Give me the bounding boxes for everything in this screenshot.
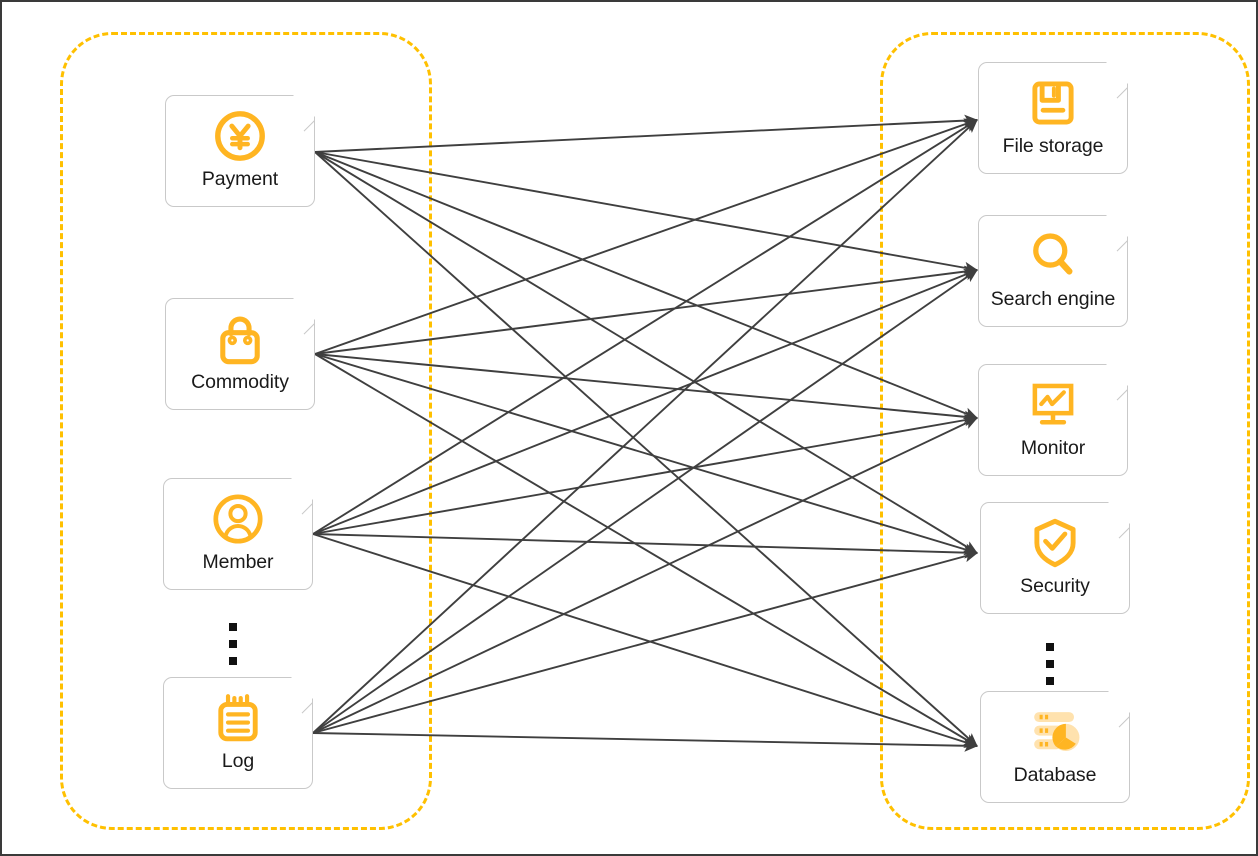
node-database[interactable]: Database — [980, 691, 1130, 803]
node-commodity[interactable]: Commodity — [165, 298, 315, 410]
notepad-icon — [209, 689, 267, 747]
yen-coin-icon — [211, 107, 269, 165]
node-search-engine[interactable]: Search engine — [978, 215, 1128, 327]
monitor-chart-icon — [1024, 376, 1082, 434]
ellipsis-dot — [229, 640, 237, 648]
node-payment[interactable]: Payment — [165, 95, 315, 207]
node-label: Payment — [201, 168, 279, 190]
node-label: Member — [202, 551, 274, 573]
floppy-disk-icon — [1024, 74, 1082, 132]
ellipsis-dot — [229, 623, 237, 631]
more-infrastructure-ellipsis — [1046, 643, 1054, 685]
ellipsis-dot — [1046, 643, 1054, 651]
shopping-bag-icon — [211, 310, 269, 368]
magnifier-icon — [1024, 227, 1082, 285]
node-label: Database — [1013, 764, 1097, 786]
node-log[interactable]: Log — [163, 677, 313, 789]
shield-check-icon — [1026, 514, 1084, 572]
node-label: Search engine — [990, 288, 1116, 310]
node-label: Monitor — [1020, 437, 1086, 459]
node-label: Security — [1020, 575, 1090, 597]
ellipsis-dot — [1046, 660, 1054, 668]
node-label: Log — [221, 750, 255, 772]
database-pie-icon — [1026, 703, 1084, 761]
node-label: Commodity — [191, 371, 289, 393]
node-monitor[interactable]: Monitor — [978, 364, 1128, 476]
node-label: File storage — [1002, 135, 1104, 157]
ellipsis-dot — [1046, 677, 1054, 685]
node-file-storage[interactable]: File storage — [978, 62, 1128, 174]
ellipsis-dot — [229, 657, 237, 665]
more-services-ellipsis — [229, 623, 237, 665]
user-circle-icon — [209, 490, 267, 548]
node-security[interactable]: Security — [980, 502, 1130, 614]
node-member[interactable]: Member — [163, 478, 313, 590]
